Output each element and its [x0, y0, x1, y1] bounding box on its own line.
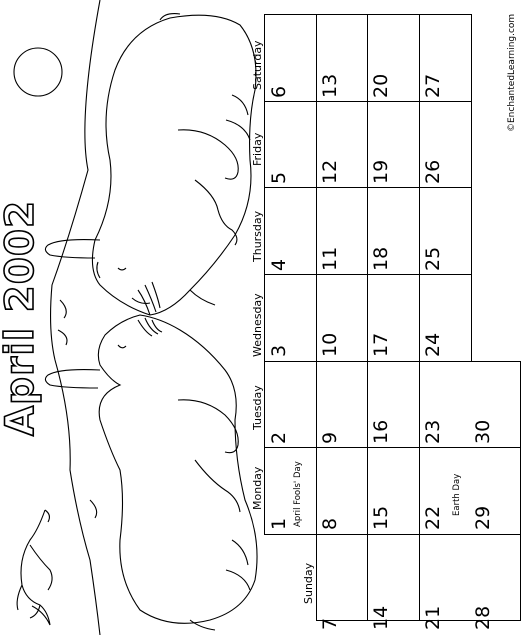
bunny-icon — [44, 13, 257, 316]
day-5: 5 — [268, 171, 290, 184]
day-24: 24 — [422, 332, 444, 357]
day-1: 1 — [268, 517, 290, 530]
day-18: 18 — [370, 246, 392, 271]
day-11: 11 — [319, 246, 341, 271]
sun-icon — [13, 47, 63, 97]
day-16: 16 — [370, 419, 392, 444]
weekday-sunday: Sunday — [302, 562, 315, 604]
day-27: 27 — [422, 73, 444, 98]
day-17: 17 — [370, 332, 392, 357]
weekday-wednesday: Wednesday — [251, 293, 264, 357]
weekday-saturday: Saturday — [251, 40, 264, 90]
day-30: 30 — [472, 419, 494, 444]
day-9: 9 — [319, 431, 341, 444]
day-23: 23 — [422, 419, 444, 444]
credit-text: ©EnchantedLearning.com — [507, 13, 517, 132]
day-15: 15 — [370, 505, 392, 530]
weekday-tuesday: Tuesday — [251, 385, 264, 430]
page-title: April 2002 — [0, 199, 44, 437]
bird-icon — [16, 509, 53, 626]
day-8: 8 — [319, 517, 341, 530]
day-4: 4 — [268, 258, 290, 271]
day-29: 29 — [472, 505, 494, 530]
day-2: 2 — [268, 431, 290, 444]
day-26: 26 — [422, 159, 444, 184]
day-19: 19 — [370, 159, 392, 184]
day-10: 10 — [319, 332, 341, 357]
day-6: 6 — [268, 85, 290, 98]
day-20: 20 — [370, 73, 392, 98]
weekday-monday: Monday — [251, 466, 264, 510]
weekday-friday: Friday — [251, 132, 264, 166]
day-13: 13 — [319, 73, 341, 98]
bunny-icon — [44, 314, 258, 631]
day-22: 22 — [422, 505, 444, 530]
day-21: 21 — [422, 605, 444, 630]
holiday-april-fools: April Fools' Day — [293, 461, 303, 527]
day-25: 25 — [422, 246, 444, 271]
day-3: 3 — [268, 344, 290, 357]
holiday-earth-day: Earth Day — [452, 473, 462, 516]
day-12: 12 — [319, 159, 341, 184]
day-14: 14 — [370, 605, 392, 630]
weekday-thursday: Thursday — [251, 210, 264, 262]
day-7: 7 — [319, 617, 341, 630]
day-28: 28 — [472, 605, 494, 630]
